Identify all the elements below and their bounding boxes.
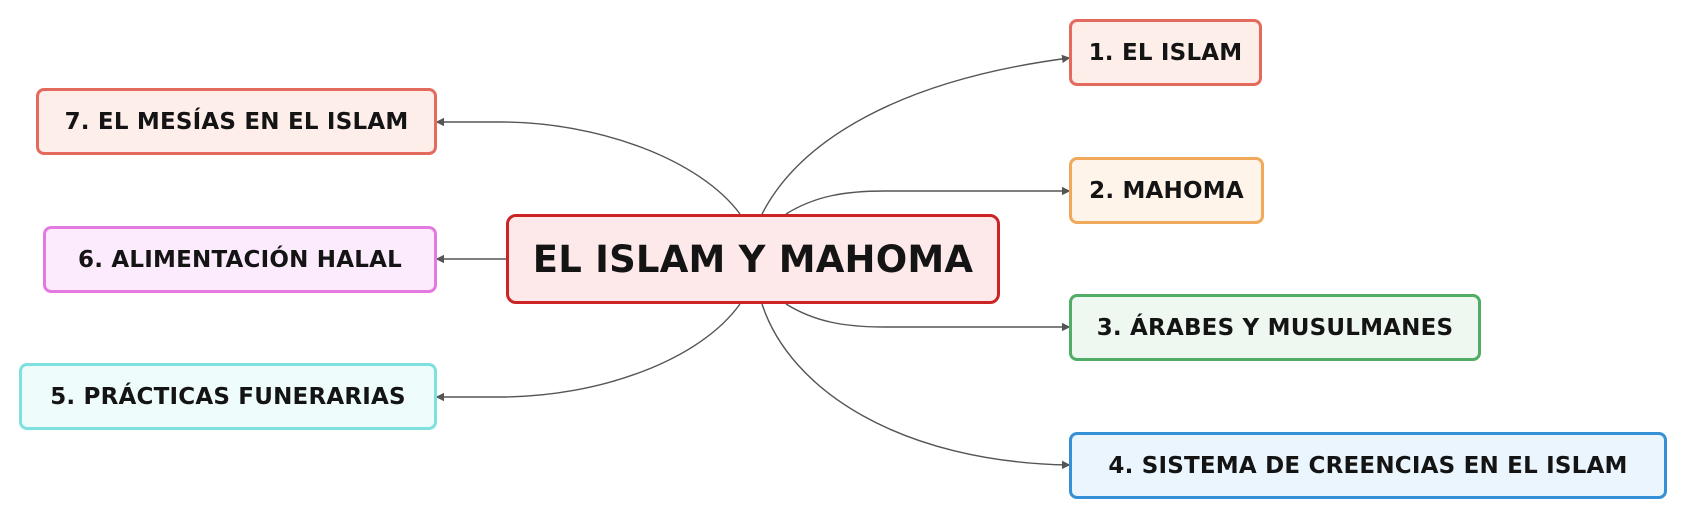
connector-7 [435, 117, 741, 215]
branch-label-7: 7. EL MESÍAS EN EL ISLAM [64, 108, 409, 135]
branch-label-3: 3. ÁRABES Y MUSULMANES [1096, 314, 1454, 341]
central-topic[interactable]: EL ISLAM Y MAHOMA [506, 214, 1000, 304]
branch-label-1: 1. EL ISLAM [1088, 39, 1243, 66]
branch-node-5[interactable]: 5. PRÁCTICAS FUNERARIAS [19, 363, 437, 430]
connector-2 [785, 186, 1071, 215]
branch-label-2: 2. MAHOMA [1089, 177, 1244, 204]
branch-label-4: 4. SISTEMA DE CREENCIAS EN EL ISLAM [1108, 452, 1628, 479]
branch-node-7[interactable]: 7. EL MESÍAS EN EL ISLAM [36, 88, 437, 155]
central-topic-label: EL ISLAM Y MAHOMA [532, 237, 974, 281]
connector-5 [435, 303, 741, 402]
branch-node-2[interactable]: 2. MAHOMA [1069, 157, 1264, 224]
branch-node-4[interactable]: 4. SISTEMA DE CREENCIAS EN EL ISLAM [1069, 432, 1667, 499]
branch-label-5: 5. PRÁCTICAS FUNERARIAS [50, 383, 406, 410]
branch-node-6[interactable]: 6. ALIMENTACIÓN HALAL [43, 226, 437, 293]
connector-4 [761, 303, 1071, 470]
connector-3 [785, 303, 1071, 332]
branch-node-1[interactable]: 1. EL ISLAM [1069, 19, 1262, 86]
connector-1 [761, 54, 1071, 215]
branch-node-3[interactable]: 3. ÁRABES Y MUSULMANES [1069, 294, 1481, 361]
branch-label-6: 6. ALIMENTACIÓN HALAL [78, 246, 402, 273]
